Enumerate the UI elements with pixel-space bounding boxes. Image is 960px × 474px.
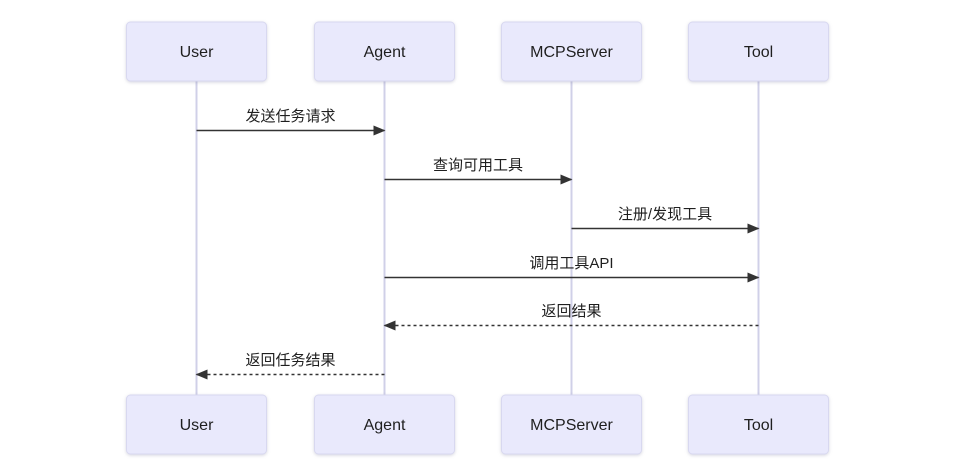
participant-box bbox=[501, 394, 642, 455]
message-call-tool-api: 调用工具API bbox=[384, 255, 760, 283]
participant-box bbox=[126, 394, 267, 455]
message-register-discover-tools: 注册/发现工具 bbox=[571, 206, 760, 234]
participant-label-user: User bbox=[180, 44, 214, 61]
message-label: 返回结果 bbox=[541, 303, 601, 320]
participant-label-user: User bbox=[180, 417, 214, 434]
message-query-available-tools: 查询可用工具 bbox=[384, 157, 573, 185]
participant-label-tool: Tool bbox=[744, 44, 773, 61]
message-label: 查询可用工具 bbox=[433, 157, 523, 174]
participant-box bbox=[688, 394, 829, 455]
message-return-task-result: 返回任务结果 bbox=[195, 352, 385, 380]
message-label: 发送任务请求 bbox=[245, 108, 335, 125]
message-label: 返回任务结果 bbox=[245, 352, 335, 369]
participant-top-mcpserver: MCPServer bbox=[501, 21, 642, 82]
participant-box bbox=[501, 21, 642, 82]
message-label: 注册/发现工具 bbox=[618, 206, 712, 223]
participant-top-user: User bbox=[126, 21, 267, 82]
participant-top-agent: Agent bbox=[314, 21, 455, 82]
participant-box bbox=[688, 21, 829, 82]
participant-label-agent: Agent bbox=[364, 417, 406, 434]
participant-label-mcpserver: MCPServer bbox=[530, 44, 613, 61]
participant-label-tool: Tool bbox=[744, 417, 773, 434]
participant-box bbox=[314, 394, 455, 455]
participant-box bbox=[314, 21, 455, 82]
participant-label-mcpserver: MCPServer bbox=[530, 417, 613, 434]
participant-label-agent: Agent bbox=[364, 44, 406, 61]
message-send-task-request: 发送任务请求 bbox=[196, 108, 386, 136]
message-label: 调用工具API bbox=[529, 255, 613, 272]
participant-top-tool: Tool bbox=[688, 21, 829, 82]
participant-bottom-agent: Agent bbox=[314, 394, 455, 455]
participant-bottom-user: User bbox=[126, 394, 267, 455]
participant-box bbox=[126, 21, 267, 82]
participant-bottom-tool: Tool bbox=[688, 394, 829, 455]
message-return-result: 返回结果 bbox=[383, 303, 759, 331]
participant-bottom-mcpserver: MCPServer bbox=[501, 394, 642, 455]
